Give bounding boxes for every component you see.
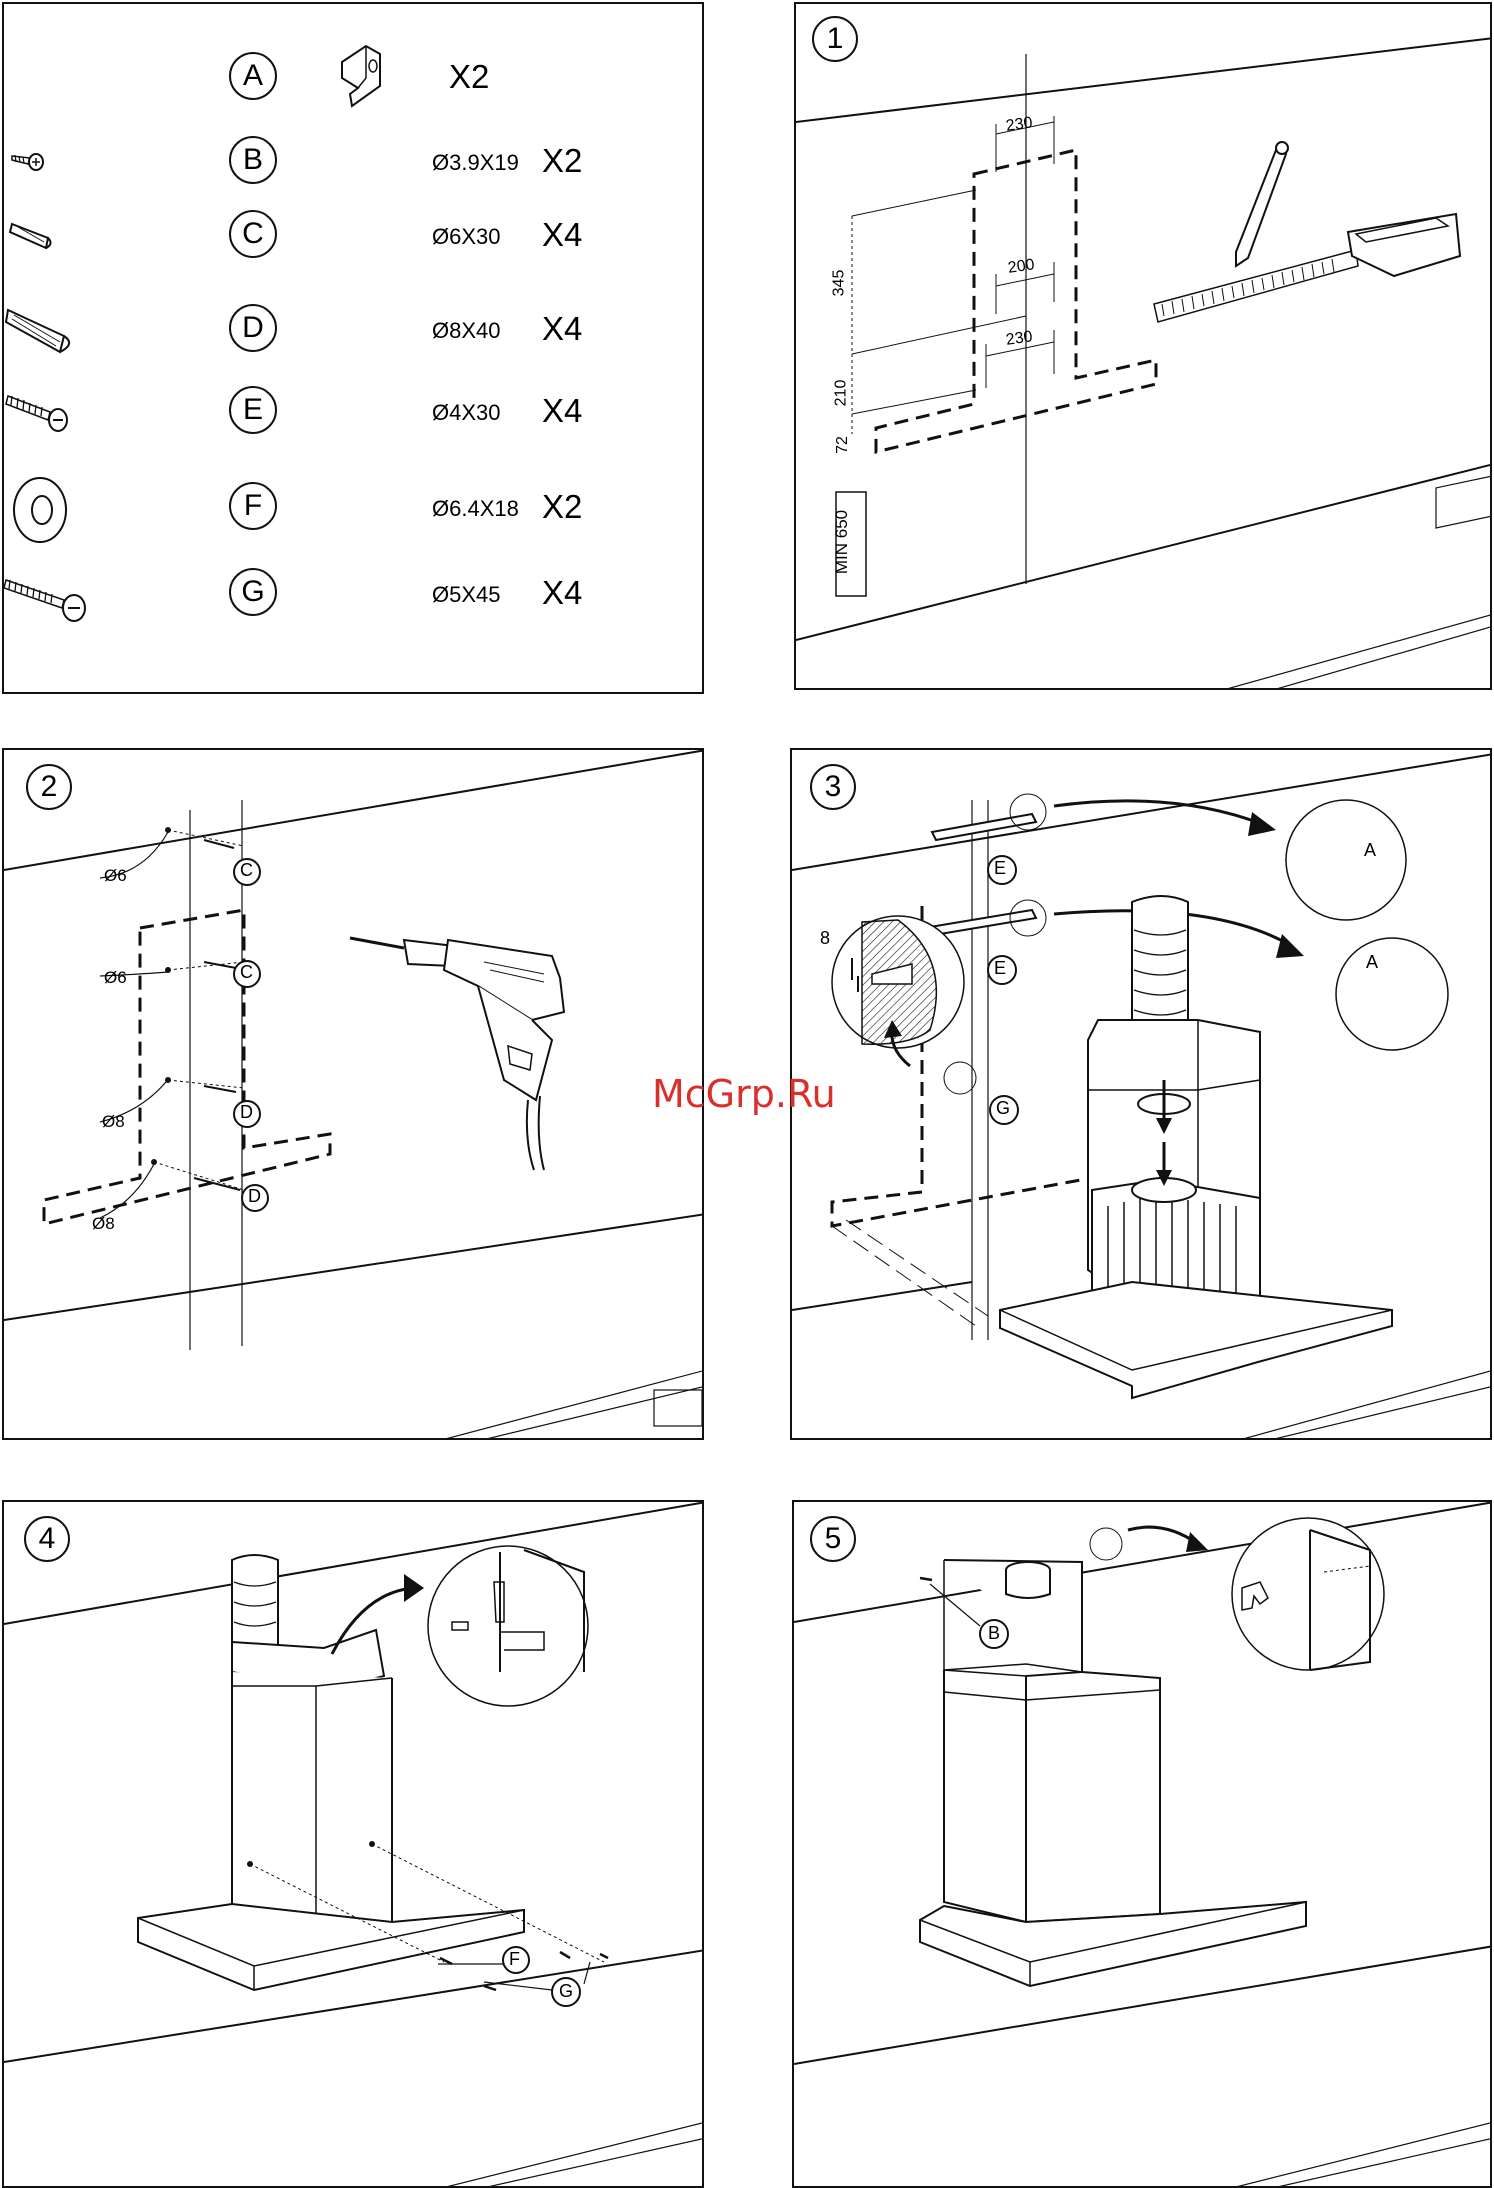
step-2-panel: 2 Ø6 Ø6 Ø8 Ø8 C C D D [2, 748, 704, 1440]
diameter-label: Ø8 [92, 1214, 115, 1234]
callout-c: C [240, 860, 253, 881]
min-height-label: MIN 650 [832, 510, 852, 574]
callout-e: E [994, 858, 1006, 879]
parts-list-panel: A X2 B Ø3.9X19 X2 C Ø6X30 X4 D [2, 2, 704, 694]
part-letter: F [229, 482, 277, 530]
step-5-panel: 5 B [792, 1500, 1492, 2188]
part-row-a: A X2 [4, 44, 704, 114]
callout-a: A [1366, 952, 1378, 973]
part-qty: X4 [542, 392, 582, 430]
large-wall-plug-icon [4, 296, 94, 366]
part-letter: E [229, 386, 277, 434]
small-wall-plug-icon [4, 202, 94, 272]
part-size: Ø4X30 [432, 400, 501, 426]
long-screw-icon [4, 560, 94, 630]
part-letter: D [229, 304, 277, 352]
step-1-illustration [796, 4, 1492, 690]
part-row-c: C Ø6X30 X4 [4, 202, 704, 272]
dimension-label-72: 72 [834, 436, 852, 454]
callout-g: G [996, 1098, 1010, 1119]
step-3-illustration [792, 750, 1492, 1440]
part-letter: G [229, 568, 277, 616]
part-qty: X2 [542, 488, 582, 526]
part-qty: X4 [542, 310, 582, 348]
part-qty: X2 [449, 58, 489, 96]
callout-a: A [1364, 840, 1376, 861]
step-1-panel: 1 230 200 230 345 210 72 MIN 650 [794, 2, 1492, 690]
part-qty: X4 [542, 574, 582, 612]
callout-e: E [994, 958, 1006, 979]
part-row-g: G Ø5X45 X4 [4, 560, 704, 630]
diameter-label: Ø6 [104, 968, 127, 988]
step-5-illustration [794, 1502, 1492, 2188]
step-3-panel: 3 [790, 748, 1492, 1440]
part-row-b: B Ø3.9X19 X2 [4, 128, 704, 198]
part-qty: X2 [542, 142, 582, 180]
dimension-label-210: 210 [832, 380, 850, 407]
callout-d: D [248, 1186, 261, 1207]
part-size: Ø6.4X18 [432, 496, 519, 522]
diameter-label: Ø6 [104, 866, 127, 886]
dimension-label-345: 345 [830, 270, 848, 297]
screw-icon [4, 378, 94, 448]
step-4-panel: 4 F G [2, 1500, 704, 2188]
part-size: Ø6X30 [432, 224, 501, 250]
callout-d: D [240, 1102, 253, 1123]
dimension-label-230: 230 [1005, 114, 1034, 136]
part-row-e: E Ø4X30 X4 [4, 378, 704, 448]
dimension-label-8: 8 [820, 928, 830, 949]
small-screw-icon [4, 128, 94, 198]
watermark: McGrp.Ru [652, 1072, 836, 1116]
part-size: Ø5X45 [432, 582, 501, 608]
callout-c: C [240, 962, 253, 983]
part-row-f: F Ø6.4X18 X2 [4, 474, 704, 544]
washer-icon [4, 474, 94, 544]
callout-b: B [988, 1623, 1000, 1644]
step-2-illustration [4, 750, 704, 1440]
wall-plug-bracket-icon [324, 44, 414, 114]
part-size: Ø3.9X19 [432, 150, 519, 176]
part-letter: C [229, 210, 277, 258]
part-letter: A [229, 52, 277, 100]
part-size: Ø8X40 [432, 318, 501, 344]
diameter-label: Ø8 [102, 1112, 125, 1132]
part-letter: B [229, 136, 277, 184]
part-qty: X4 [542, 216, 582, 254]
dimension-label-230: 230 [1005, 328, 1034, 350]
dimension-label-200: 200 [1007, 256, 1036, 278]
callout-g: G [559, 1981, 573, 2002]
callout-f: F [509, 1949, 520, 1970]
step-4-illustration [4, 1502, 704, 2188]
part-row-d: D Ø8X40 X4 [4, 296, 704, 366]
